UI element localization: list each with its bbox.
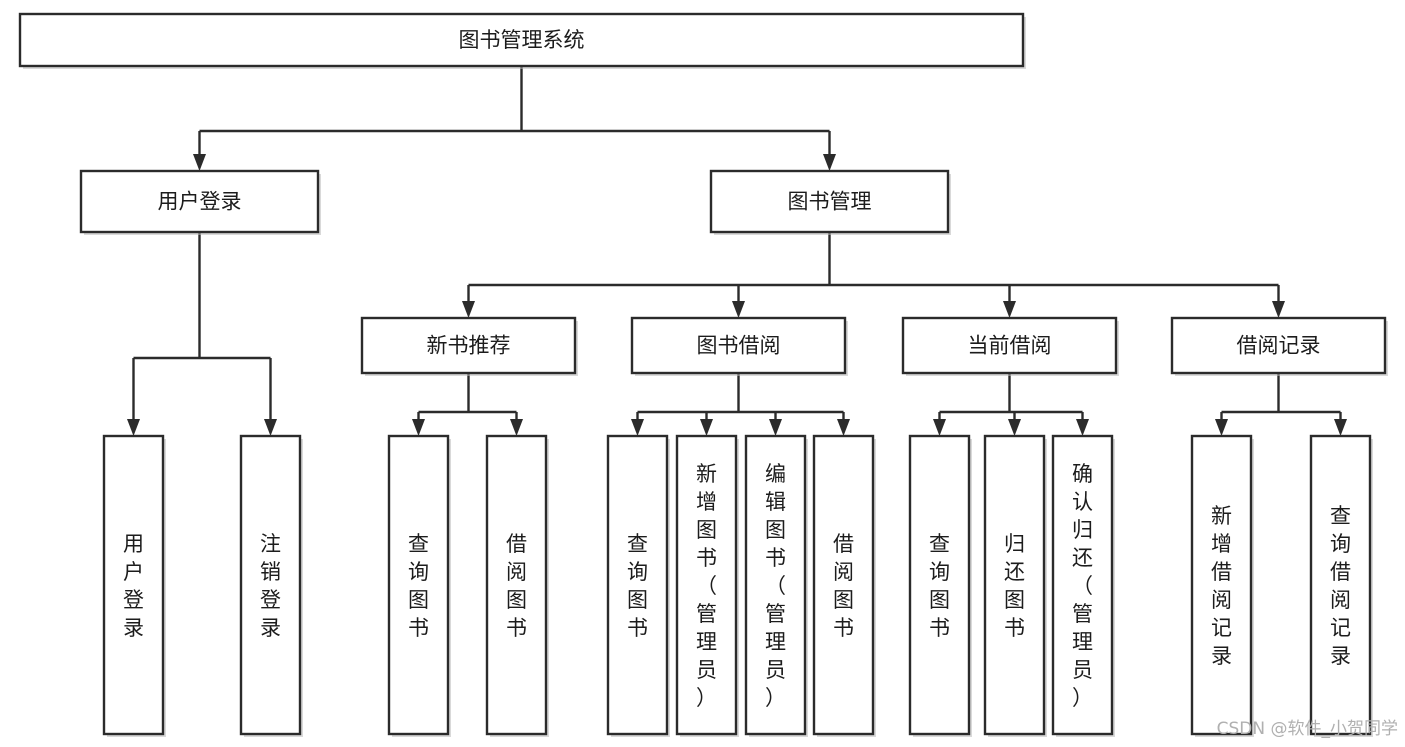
node-box[interactable] (485, 434, 548, 736)
node-leaf-user-login[interactable]: 用户登录 (102, 434, 166, 737)
node-borrow-record[interactable]: 借阅记录 (1170, 316, 1388, 376)
edge-arrow-head (1003, 301, 1016, 318)
node-box[interactable] (18, 12, 1025, 68)
node-box[interactable] (744, 434, 807, 736)
node-label: 新增借阅记录 (1211, 504, 1232, 668)
node-leaf-user-logout[interactable]: 注销登录 (239, 434, 303, 737)
edges-layer (127, 66, 1347, 436)
edge-arrow-head (412, 419, 425, 436)
node-box[interactable] (387, 434, 450, 736)
node-label: 借阅图书 (506, 532, 527, 640)
node-box[interactable] (709, 169, 950, 234)
node-current-borrow[interactable]: 当前借阅 (901, 316, 1119, 376)
edge-arrow-head (1008, 419, 1021, 436)
node-box[interactable] (901, 316, 1118, 375)
node-book-manage[interactable]: 图书管理 (709, 169, 951, 235)
node-new-book-recommend[interactable]: 新书推荐 (360, 316, 578, 376)
edge-arrow-head (193, 154, 206, 171)
edge-arrow-head (769, 419, 782, 436)
node-label: 新增图书（管理员） (696, 462, 717, 710)
node-box[interactable] (79, 169, 320, 234)
node-leaf-add-record[interactable]: 新增借阅记录 (1190, 434, 1254, 737)
edge-arrow-head (510, 419, 523, 436)
node-box[interactable] (102, 434, 165, 736)
node-leaf-query-record[interactable]: 查询借阅记录 (1309, 434, 1373, 737)
edge-arrow-head (700, 419, 713, 436)
edge-arrow-head (462, 301, 475, 318)
node-box[interactable] (1309, 434, 1372, 736)
node-label: 注销登录 (260, 532, 281, 640)
node-box[interactable] (239, 434, 302, 736)
edge-arrow-head (823, 154, 836, 171)
edge-arrow-head (1334, 419, 1347, 436)
node-box[interactable] (360, 316, 577, 375)
node-leaf-return-book[interactable]: 归还图书 (983, 434, 1047, 737)
node-label: 借阅记录 (1237, 334, 1321, 358)
node-box[interactable] (1170, 316, 1387, 375)
node-label: 确认归还（管理员） (1072, 462, 1093, 710)
node-box[interactable] (983, 434, 1046, 736)
nodes-layer: 图书管理系统用户登录图书管理新书推荐图书借阅当前借阅借阅记录用户登录注销登录查询… (18, 12, 1388, 737)
node-leaf-query-book-2[interactable]: 查询图书 (606, 434, 670, 737)
node-leaf-query-book-1[interactable]: 查询图书 (387, 434, 451, 737)
node-leaf-confirm-return[interactable]: 确认归还（管理员） (1051, 434, 1115, 737)
edge-arrow-head (127, 419, 140, 436)
node-box[interactable] (675, 434, 738, 736)
node-label: 查询借阅记录 (1330, 504, 1351, 668)
node-label: 用户登录 (123, 532, 144, 640)
edge-arrow-head (837, 419, 850, 436)
node-user-login[interactable]: 用户登录 (79, 169, 321, 235)
node-label: 用户登录 (158, 190, 242, 214)
edge-arrow-head (732, 301, 745, 318)
node-box[interactable] (1051, 434, 1114, 736)
edge-arrow-head (264, 419, 277, 436)
node-root[interactable]: 图书管理系统 (18, 12, 1026, 69)
node-label: 归还图书 (1004, 532, 1025, 640)
node-label: 图书借阅 (697, 334, 781, 358)
node-box[interactable] (812, 434, 875, 736)
node-leaf-query-book-3[interactable]: 查询图书 (908, 434, 972, 737)
edge-arrow-head (631, 419, 644, 436)
edge-arrow-head (1272, 301, 1285, 318)
node-label: 新书推荐 (427, 334, 511, 358)
node-leaf-borrow-book-1[interactable]: 借阅图书 (485, 434, 549, 737)
node-label: 借阅图书 (833, 532, 854, 640)
edge-arrow-head (1076, 419, 1089, 436)
node-label: 查询图书 (408, 532, 429, 640)
node-label: 查询图书 (929, 532, 950, 640)
node-box[interactable] (606, 434, 669, 736)
node-leaf-edit-book[interactable]: 编辑图书（管理员） (744, 434, 808, 737)
node-leaf-borrow-book-2[interactable]: 借阅图书 (812, 434, 876, 737)
node-label: 编辑图书（管理员） (765, 462, 786, 710)
csdn-watermark: CSDN @软件_小贺同学 (1217, 719, 1398, 739)
node-label: 图书管理系统 (459, 28, 585, 52)
node-label: 图书管理 (788, 190, 872, 214)
node-book-borrow[interactable]: 图书借阅 (630, 316, 848, 376)
edge-arrow-head (933, 419, 946, 436)
node-label: 当前借阅 (968, 334, 1052, 358)
node-box[interactable] (908, 434, 971, 736)
node-box[interactable] (1190, 434, 1253, 736)
edge-arrow-head (1215, 419, 1228, 436)
node-label: 查询图书 (627, 532, 648, 640)
node-box[interactable] (630, 316, 847, 375)
node-leaf-add-book[interactable]: 新增图书（管理员） (675, 434, 739, 737)
